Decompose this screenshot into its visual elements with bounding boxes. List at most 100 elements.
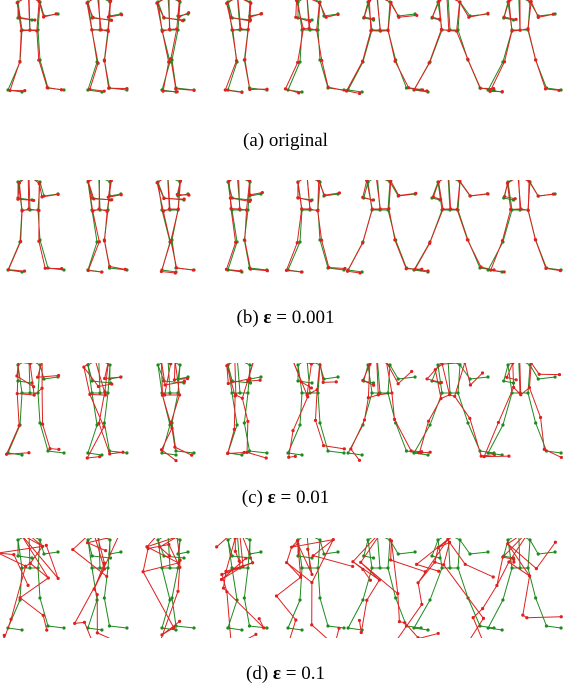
- joint: [155, 181, 159, 185]
- joint: [248, 363, 252, 367]
- joint: [436, 363, 440, 367]
- bone: [161, 567, 171, 601]
- bone: [97, 632, 111, 638]
- joint: [336, 550, 340, 554]
- joint: [299, 270, 304, 274]
- joint: [486, 375, 490, 379]
- bone: [535, 541, 556, 569]
- bone: [437, 181, 443, 211]
- joint: [234, 240, 238, 245]
- joint: [88, 87, 92, 91]
- bone: [243, 597, 251, 627]
- bone: [174, 180, 181, 183]
- joint: [439, 380, 444, 385]
- joint: [102, 596, 106, 600]
- joint: [465, 238, 470, 242]
- joint: [100, 270, 104, 274]
- joint: [240, 453, 244, 457]
- bone: [29, 363, 35, 396]
- bone: [160, 591, 179, 638]
- joint: [296, 180, 300, 184]
- joint: [542, 447, 546, 451]
- joint: [370, 391, 374, 395]
- skeleton-red: [85, 0, 129, 93]
- joint: [224, 569, 228, 573]
- joint: [426, 628, 430, 632]
- joint: [386, 28, 390, 33]
- joint: [316, 209, 320, 213]
- joint: [259, 12, 264, 16]
- bone: [249, 192, 263, 196]
- joint: [173, 271, 177, 275]
- bone: [307, 549, 313, 575]
- joint: [321, 444, 326, 448]
- joint: [299, 380, 303, 384]
- joint: [233, 394, 237, 398]
- joint: [178, 363, 182, 367]
- bone: [362, 569, 371, 581]
- joint: [357, 618, 362, 623]
- caption-d: (d) ε = 0.1: [0, 663, 571, 685]
- joint: [559, 455, 563, 460]
- bone: [226, 363, 231, 367]
- bone: [161, 449, 177, 461]
- bone: [178, 12, 189, 18]
- bone: [22, 538, 49, 579]
- joint: [321, 380, 325, 384]
- bone: [37, 375, 59, 378]
- joint: [233, 538, 237, 540]
- bone: [0, 552, 14, 556]
- bone: [429, 209, 444, 244]
- bone: [174, 378, 188, 381]
- joint: [525, 616, 529, 620]
- bone: [171, 29, 179, 61]
- joint: [187, 193, 191, 197]
- bone: [534, 239, 547, 269]
- joint: [250, 561, 255, 565]
- bone: [242, 538, 254, 563]
- joint: [248, 87, 252, 92]
- bone: [346, 90, 360, 94]
- bone: [7, 424, 21, 454]
- joint: [527, 574, 532, 578]
- bone: [109, 625, 127, 629]
- joint: [42, 552, 46, 556]
- bone: [447, 180, 451, 211]
- bone: [390, 559, 426, 573]
- bone: [546, 267, 562, 271]
- bone: [226, 365, 236, 397]
- joint: [376, 393, 380, 397]
- joint: [167, 542, 171, 547]
- joint: [175, 27, 179, 31]
- bone: [162, 61, 170, 92]
- bone: [142, 562, 179, 573]
- bone: [456, 181, 461, 210]
- bone: [528, 180, 539, 197]
- bone: [276, 595, 297, 621]
- joint: [361, 195, 365, 199]
- joint: [442, 563, 446, 567]
- joint: [446, 538, 450, 541]
- joint: [448, 566, 452, 570]
- joint: [229, 207, 233, 211]
- bone: [508, 538, 526, 563]
- skeleton-red: [345, 0, 425, 96]
- bone: [287, 599, 301, 629]
- joint: [174, 628, 178, 632]
- bone: [467, 58, 481, 89]
- bone: [287, 61, 301, 91]
- bone: [171, 567, 179, 599]
- bone: [87, 456, 100, 459]
- bone: [37, 392, 41, 424]
- bone: [293, 363, 309, 398]
- joint: [176, 207, 180, 211]
- bone: [29, 363, 34, 365]
- joint: [529, 0, 533, 4]
- bone: [146, 546, 179, 564]
- joint: [239, 27, 243, 31]
- bone: [87, 538, 110, 544]
- skeleton-red: [225, 363, 268, 460]
- joint: [300, 453, 304, 457]
- skeleton-red: [345, 180, 424, 275]
- bone: [246, 180, 250, 182]
